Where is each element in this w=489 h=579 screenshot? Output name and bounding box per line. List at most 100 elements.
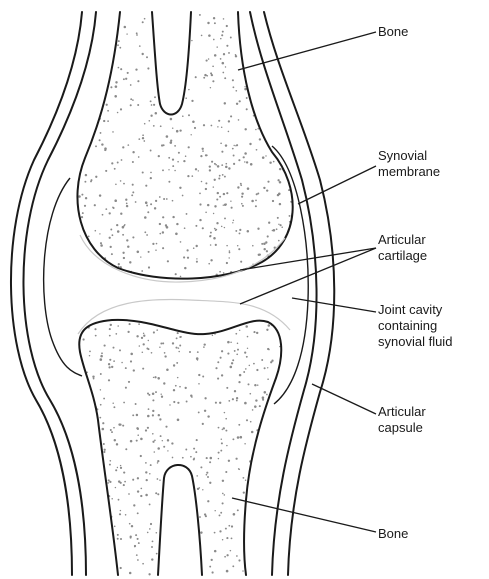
spongy-bone-dot (245, 325, 248, 328)
spongy-bone-dot (144, 18, 146, 20)
spongy-bone-dot (136, 335, 138, 337)
spongy-bone-dot (244, 86, 245, 87)
spongy-bone-dot (195, 168, 197, 170)
spongy-bone-dot (192, 121, 195, 124)
spongy-bone-dot (221, 439, 222, 440)
spongy-bone-dot (115, 333, 117, 335)
spongy-bone-dot (218, 120, 220, 122)
spongy-bone-dot (144, 216, 147, 219)
spongy-bone-dot (228, 400, 230, 402)
spongy-bone-dot (90, 180, 92, 182)
spongy-bone-dot (157, 447, 160, 450)
spongy-bone-dot (281, 226, 283, 228)
spongy-bone-dot (114, 168, 116, 170)
spongy-bone-dot (221, 34, 223, 36)
spongy-bone-dot (118, 263, 120, 265)
spongy-bone-dot (109, 328, 111, 330)
spongy-bone-dot (223, 18, 225, 20)
spongy-bone-dot (233, 155, 235, 157)
spongy-bone-dot (111, 431, 113, 433)
spongy-bone-dot (210, 244, 212, 246)
spongy-bone-dot (151, 352, 153, 354)
spongy-bone-dot (163, 382, 165, 384)
spongy-bone-dot (268, 324, 271, 327)
spongy-bone-dot (159, 196, 161, 198)
spongy-bone-dot (211, 161, 213, 163)
spongy-bone-dot (147, 67, 149, 69)
spongy-bone-dot (177, 402, 179, 404)
spongy-bone-dot (212, 65, 214, 67)
spongy-bone-dot (150, 464, 152, 466)
spongy-bone-dot (244, 152, 247, 155)
spongy-bone-dot (131, 194, 133, 196)
spongy-bone-dot (205, 212, 207, 214)
spongy-bone-dot (235, 333, 237, 335)
spongy-bone-dot (148, 340, 149, 341)
spongy-bone-dot (152, 410, 154, 412)
spongy-bone-dot (226, 570, 229, 573)
spongy-bone-dot (217, 361, 219, 363)
spongy-bone-dot (198, 374, 200, 376)
spongy-bone-dot (125, 387, 127, 389)
spongy-bone-dot (114, 525, 116, 527)
spongy-bone-dot (239, 232, 241, 234)
spongy-bone-dot (236, 103, 238, 105)
spongy-bone-dot (111, 162, 113, 164)
spongy-bone-dot (112, 207, 114, 209)
spongy-bone-dot (159, 233, 161, 235)
spongy-bone-dot (162, 342, 164, 344)
spongy-bone-dot (137, 434, 139, 436)
spongy-bone-dot (267, 181, 269, 183)
spongy-bone-dot (157, 460, 159, 462)
spongy-bone-dot (107, 110, 109, 112)
spongy-bone-dot (264, 391, 267, 394)
spongy-bone-dot (199, 193, 201, 195)
lower-marrow-cavity (158, 465, 202, 575)
spongy-bone-dot (147, 427, 149, 429)
spongy-bone-dot (115, 469, 117, 471)
spongy-bone-dot (267, 378, 269, 380)
spongy-bone-dot (266, 250, 268, 252)
spongy-bone-dot (125, 367, 127, 369)
spongy-bone-dot (148, 266, 150, 268)
spongy-bone-dot (222, 429, 223, 430)
spongy-bone-dot (189, 351, 191, 353)
spongy-bone-dot (142, 134, 144, 136)
spongy-bone-dot (112, 131, 114, 133)
spongy-bone-dot (202, 150, 204, 152)
spongy-bone-dot (199, 203, 201, 205)
spongy-bone-dot (207, 415, 209, 417)
spongy-bone-dot (112, 234, 114, 236)
spongy-bone-dot (129, 261, 131, 263)
spongy-bone-dot (120, 68, 122, 70)
spongy-bone-dot (182, 115, 184, 117)
spongy-bone-dot (227, 341, 230, 344)
spongy-bone-dot (209, 566, 211, 568)
spongy-bone-dot (138, 156, 140, 158)
spongy-bone-dot (196, 261, 198, 263)
spongy-bone-dot (235, 458, 237, 460)
spongy-bone-dot (244, 161, 245, 162)
spongy-bone-dot (213, 213, 214, 214)
spongy-bone-dot (178, 351, 180, 353)
spongy-bone-dot (254, 384, 256, 386)
spongy-bone-dot (228, 131, 230, 133)
spongy-bone-dot (117, 538, 119, 540)
spongy-bone-dot (157, 377, 160, 380)
spongy-bone-dot (148, 573, 150, 575)
spongy-bone-dot (241, 203, 243, 205)
spongy-bone-dot (266, 329, 268, 331)
spongy-bone-dot (143, 343, 145, 345)
spongy-bone-dot (112, 403, 113, 404)
spongy-bone-dot (220, 512, 222, 514)
spongy-bone-dot (99, 194, 101, 196)
spongy-bone-dot (237, 245, 238, 246)
spongy-bone-dot (237, 186, 239, 188)
spongy-bone-dot (108, 379, 110, 381)
spongy-bone-dot (263, 248, 265, 250)
spongy-bone-dot (176, 362, 178, 364)
spongy-bone-dot (182, 457, 184, 459)
spongy-bone-dot (168, 181, 170, 183)
spongy-bone-dot (179, 129, 181, 131)
